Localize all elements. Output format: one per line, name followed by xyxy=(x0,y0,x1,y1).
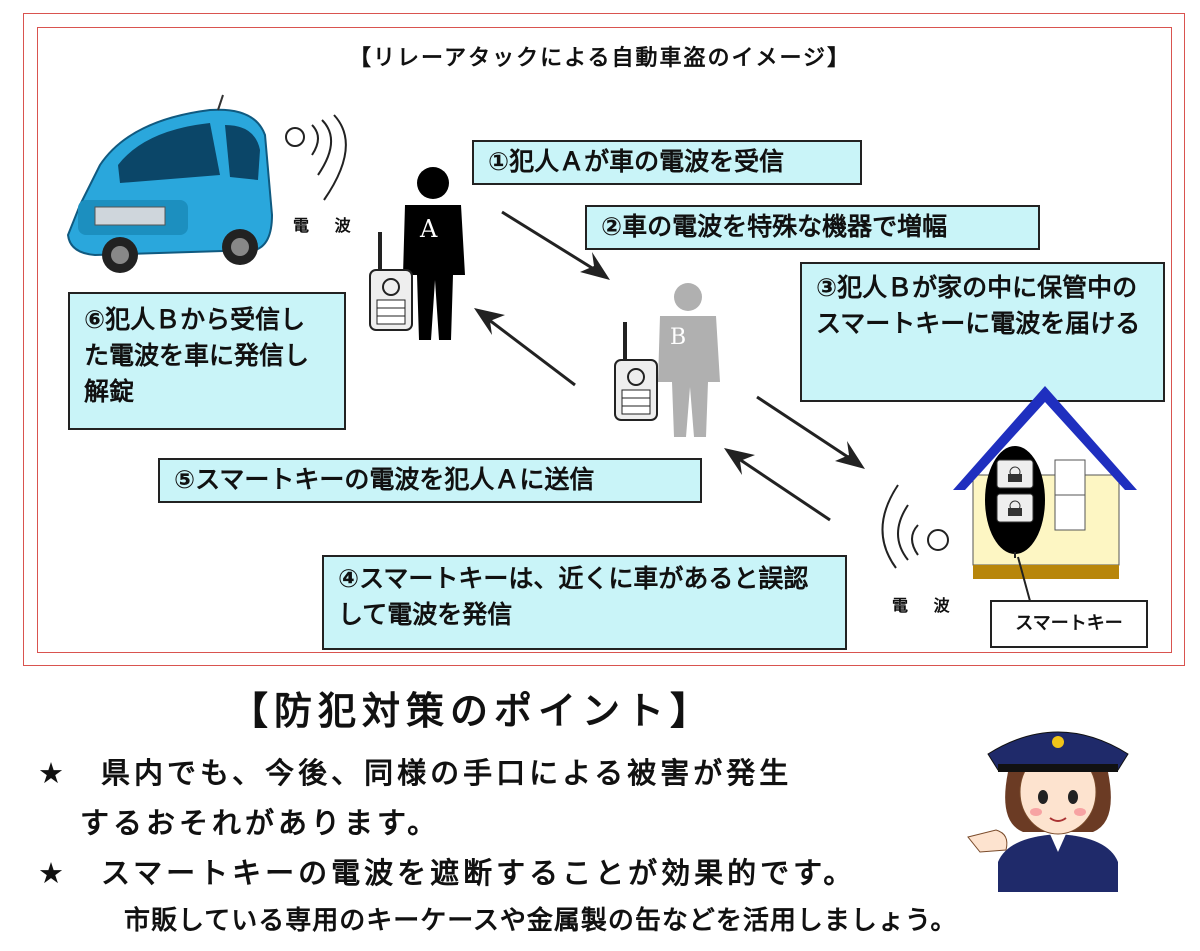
diagram-title: 【リレーアタックによる自動車盗のイメージ】 xyxy=(348,46,852,71)
arrow-house-to-b-icon xyxy=(724,448,831,522)
point-2-line-2: 市販している専用のキーケースや金属製の缶などを活用しましょう。 xyxy=(124,906,958,936)
police-officer-mascot xyxy=(967,731,1129,892)
car-wave-label: 電 波 xyxy=(293,216,361,235)
prevention-heading: 【防犯対策のポイント】 xyxy=(230,689,715,733)
point-1-line-2: するおそれがあります。 xyxy=(80,806,441,840)
person-b-figure xyxy=(658,283,720,437)
house-illustration xyxy=(953,386,1137,579)
step-3-box: ③犯人Ｂが家の中に保管中のスマートキーに電波を届ける xyxy=(800,262,1165,402)
point-2-line-1: ★ スマートキーの電波を遮断することが効果的です。 xyxy=(38,856,857,890)
step-5-box: ⑤スマートキーの電波を犯人Ａに送信 xyxy=(158,458,702,503)
step-4-box: ④スマートキーは、近くに車があると誤認して電波を発信 xyxy=(322,555,847,650)
person-a-figure xyxy=(403,167,465,340)
arrow-a-to-b-icon xyxy=(501,210,610,280)
person-a-label: A xyxy=(420,215,438,243)
smart-key-label: スマートキー xyxy=(990,600,1148,648)
car-radio-waves-icon xyxy=(285,114,347,201)
car-illustration xyxy=(66,94,274,273)
step-2-box: ②車の電波を特殊な機器で増幅 xyxy=(585,205,1040,250)
arrow-b-to-house-icon xyxy=(756,395,865,469)
house-wave-label: 電 波 xyxy=(892,596,960,615)
outer-frame xyxy=(23,13,1185,666)
person-b-label: B xyxy=(670,325,687,350)
house-radio-waves-icon xyxy=(881,484,949,569)
radio-device-b-icon xyxy=(614,322,658,421)
arrow-b-to-a-icon xyxy=(474,308,576,387)
step-1-box: ①犯人Ａが車の電波を受信 xyxy=(472,140,862,185)
point-1-line-1: ★ 県内でも、今後、同様の手口による被害が発生 xyxy=(38,756,793,790)
inner-frame xyxy=(37,27,1172,653)
step-6-box: ⑥犯人Ｂから受信した電波を車に発信し解錠 xyxy=(68,292,346,430)
radio-device-a-icon xyxy=(369,232,413,331)
smart-key-pointer-line xyxy=(1017,556,1062,602)
